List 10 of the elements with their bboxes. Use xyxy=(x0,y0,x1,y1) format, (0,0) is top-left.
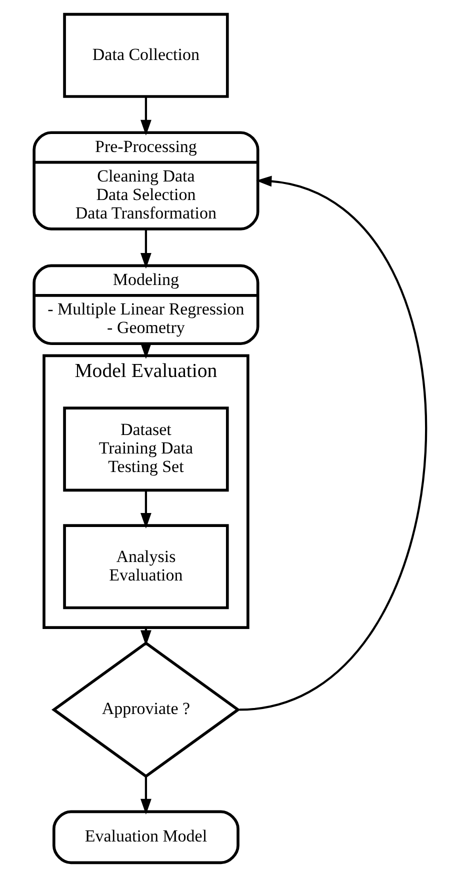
arrow xyxy=(239,176,427,711)
node-box: Data Collection xyxy=(63,12,229,98)
arrow xyxy=(140,96,152,136)
node-box: Evaluation Model xyxy=(52,810,240,864)
node-diamond: Approviate ? xyxy=(52,641,240,778)
arrow xyxy=(140,490,152,529)
node-box: Analysis Evaluation xyxy=(63,524,229,610)
node-box: Dataset Training Data Testing Set xyxy=(63,406,229,492)
arrow xyxy=(140,776,152,815)
arrow xyxy=(140,229,152,269)
